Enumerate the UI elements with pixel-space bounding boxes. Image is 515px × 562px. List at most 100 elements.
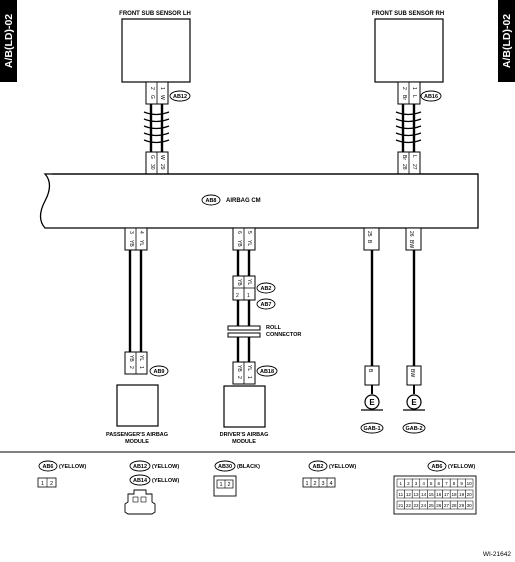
pin-label: 1 — [411, 87, 417, 90]
drv-wires-middle — [236, 300, 251, 326]
front-sub-sensor-lh-label: FRONT SUB SENSOR LH — [119, 11, 191, 17]
pin-label: 2 — [128, 366, 134, 369]
pin-label: 29 — [159, 164, 165, 170]
pin-label: 3 — [128, 231, 134, 234]
pin-label: 28 — [401, 164, 407, 170]
ab8-pin-label: 29 — [459, 503, 465, 508]
legend-ab12-ab14: AB12 (YELLOW) AB14 (YELLOW) — [124, 460, 179, 515]
front-sub-sensor-lh-box — [121, 18, 191, 83]
wire-color-label: Br — [401, 155, 407, 160]
ground-symbol-gab2: E — [403, 394, 425, 411]
ab8-pin-label: 11 — [398, 492, 403, 497]
ground-tag-gab2: GAB-2 — [402, 422, 426, 434]
svg-text:AB2: AB2 — [260, 286, 271, 292]
ab8-pin-label: 25 — [429, 503, 435, 508]
pin-label: 1 — [138, 366, 144, 369]
wire-color-label: W — [159, 155, 165, 160]
wire-color-label: G — [149, 95, 155, 99]
figure-id: WI-21642 — [483, 551, 512, 558]
svg-text:1: 1 — [305, 481, 308, 487]
ab8-pin-label: 22 — [406, 503, 412, 508]
ab8-pin-label: 8 — [453, 481, 456, 486]
svg-text:1: 1 — [219, 482, 222, 488]
svg-text:E: E — [369, 398, 375, 407]
svg-text:AB6: AB6 — [42, 464, 53, 470]
wire-color-label: YL — [246, 365, 252, 371]
svg-text:1: 1 — [41, 481, 44, 487]
svg-text:AB18: AB18 — [260, 369, 274, 375]
svg-text:2: 2 — [50, 481, 53, 487]
ab8-pin-label: 1 — [400, 481, 403, 486]
svg-text:AB7: AB7 — [260, 302, 271, 308]
ab8-pin-label: 18 — [451, 492, 457, 497]
legend-ab30: AB30 (BLACK) 1 2 — [213, 460, 260, 497]
wire-color-label: Br — [401, 95, 407, 100]
roll-connector-label: ROLL — [266, 325, 282, 331]
pin-label: 25 — [366, 231, 372, 237]
driver-module-label-2: MODULE — [232, 439, 256, 445]
ab8-pin-cell — [465, 500, 474, 510]
connector-tag-ab9: AB9 — [149, 365, 169, 377]
airbag-cm-bar — [39, 173, 479, 229]
pin-label: 2 — [236, 293, 239, 299]
ab8-pin-label: 2 — [407, 481, 410, 486]
pin-label: 4 — [138, 231, 144, 234]
wire-color-label: YB — [128, 240, 134, 247]
ab8-pin-cell — [465, 489, 474, 499]
pin-label: 26 — [408, 231, 414, 237]
ab8-pin-label: 24 — [421, 503, 427, 508]
svg-text:2: 2 — [227, 482, 230, 488]
ab8-pin-label: 15 — [429, 492, 435, 497]
drv-wires-lower — [236, 337, 251, 362]
ab8-pin-label: 26 — [436, 503, 442, 508]
wire-color-label: YB — [128, 355, 134, 362]
ground-tag-gab1: GAB-1 — [360, 422, 384, 434]
svg-text:AB9: AB9 — [153, 369, 164, 375]
airbag-cm-label: AIRBAG CM — [226, 198, 261, 204]
driver-airbag-module-box — [223, 385, 266, 428]
ab8-pin-label: 20 — [467, 492, 473, 497]
passenger-module-label: PASSENGER'S AIRBAG — [106, 432, 168, 438]
svg-text:GAB-2: GAB-2 — [405, 426, 422, 432]
connector-tag-ab7: AB7 — [256, 298, 276, 310]
pin-label: 2 — [236, 376, 242, 379]
wire-color-label: L — [411, 95, 417, 98]
pin-label: 1 — [159, 87, 165, 90]
wire-color-label: YB — [236, 240, 242, 247]
svg-text:(BLACK): (BLACK) — [237, 464, 260, 470]
pass-wires — [128, 250, 143, 352]
wire-color-label: B — [367, 369, 373, 373]
ground-symbol-gab1: E — [361, 394, 383, 411]
front-sub-sensor-rh-label: FRONT SUB SENSOR RH — [372, 11, 444, 17]
svg-text:(YELLOW): (YELLOW) — [59, 464, 86, 470]
svg-text:E: E — [411, 398, 417, 407]
wire-color-label: YL — [246, 240, 252, 246]
ab8-pin-label: 9 — [460, 481, 463, 486]
passenger-module-label-2: MODULE — [125, 439, 149, 445]
ab8-pin-label: 14 — [421, 492, 427, 497]
svg-text:A/B(LD)-02: A/B(LD)-02 — [3, 14, 15, 68]
ab8-pin-label: 21 — [398, 503, 404, 508]
ab8-pin-label: 13 — [413, 492, 419, 497]
ab8-pin-cell — [465, 478, 474, 488]
svg-text:GAB-1: GAB-1 — [363, 426, 380, 432]
page-tag-left: A/B(LD)-02 — [0, 0, 17, 82]
svg-text:3: 3 — [321, 481, 324, 487]
ab8-pin-label: 4 — [422, 481, 425, 486]
ab8-pin-label: 10 — [467, 481, 473, 486]
wire-color-label: W — [159, 95, 165, 100]
svg-text:AB12: AB12 — [173, 94, 187, 100]
svg-text:AB8: AB8 — [205, 198, 216, 204]
connector-tag-ab18: AB18 — [256, 365, 278, 377]
svg-text:AB30: AB30 — [218, 464, 232, 470]
connector-tag-ab12: AB12 — [169, 90, 191, 102]
roll-connector-label-2: CONNECTOR — [266, 332, 301, 338]
ab8-pin-label: 6 — [438, 481, 441, 486]
ab8-pin-label: 27 — [444, 503, 450, 508]
svg-text:AB14: AB14 — [133, 478, 148, 484]
legend-ab2: AB2 (YELLOW) 1 2 3 4 — [302, 460, 356, 488]
roll-connector — [227, 325, 261, 338]
pin-label: 1 — [246, 376, 252, 379]
